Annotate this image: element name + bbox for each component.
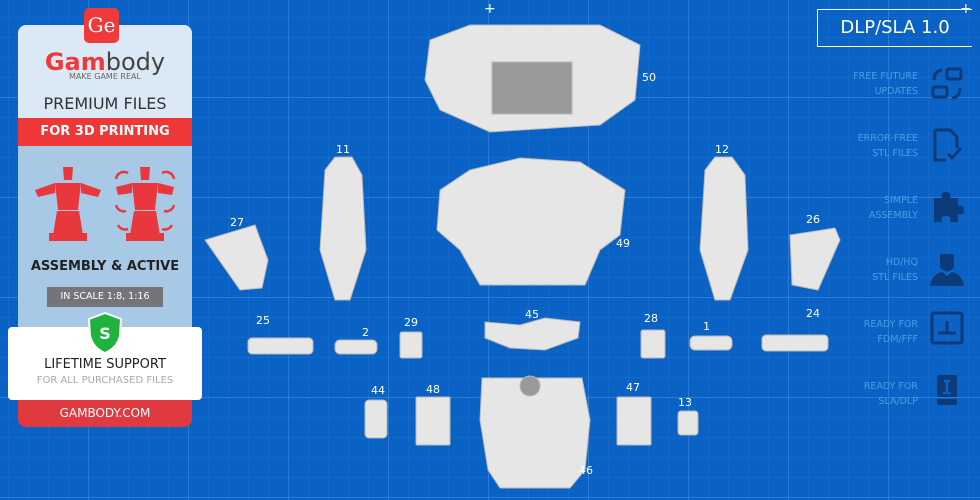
part-label-49: 49 (616, 237, 630, 250)
part-label-11: 11 (336, 143, 350, 156)
puzzle-icon (934, 192, 964, 222)
part-label-50: 50 (642, 71, 656, 84)
ironman-head-icon (930, 254, 964, 286)
shield-icon: S (87, 312, 123, 354)
sla-printer-icon (937, 375, 957, 405)
crosshair-mark: + (484, 1, 496, 17)
part-46 (479, 377, 591, 489)
part-label-2: 2 (362, 326, 369, 339)
part-45 (484, 317, 581, 351)
part-label-27: 27 (230, 216, 244, 229)
fdm-printer-icon (930, 311, 964, 345)
part-28 (640, 329, 666, 359)
version-badge: DLP/SLA 1.0 (817, 9, 972, 47)
part-25 (247, 337, 314, 355)
part-47 (616, 396, 652, 446)
part-label-48: 48 (426, 383, 440, 396)
part-27 (204, 224, 269, 291)
part-label-44: 44 (371, 384, 385, 397)
brand-tagline: MAKE GAME REAL (69, 72, 141, 81)
part-50-cavity (491, 61, 573, 115)
part-12 (699, 156, 749, 301)
part-26 (789, 227, 841, 291)
support-title: LIFETIME SUPPORT (44, 357, 166, 372)
part-label-47: 47 (626, 381, 640, 394)
scale-badge: IN SCALE 1:8, 1:16 (47, 287, 163, 307)
part-label-1: 1 (703, 320, 710, 333)
part-48 (415, 396, 451, 446)
part-29 (399, 331, 423, 359)
gambody-logo-mark: Ge (84, 8, 119, 43)
part-label-24: 24 (806, 307, 820, 320)
part-1 (689, 335, 733, 351)
part-label-25: 25 (256, 314, 270, 327)
brand-name: Gambody (44, 48, 166, 76)
premium-files-heading: PREMIUM FILES (43, 94, 167, 113)
file-check-icon (933, 128, 963, 162)
support-subtitle: FOR ALL PURCHASED FILES (36, 375, 174, 386)
for-3d-printing-banner: FOR 3D PRINTING (18, 118, 192, 146)
svg-text:S: S (99, 324, 111, 343)
part-44 (364, 399, 388, 439)
articulated-figure-icon (114, 167, 176, 241)
part-label-26: 26 (806, 213, 820, 226)
part-11 (319, 156, 367, 301)
part-label-45: 45 (525, 308, 539, 321)
part-46-socket (519, 375, 541, 397)
assembly-active-heading: ASSEMBLY & ACTIVE (30, 259, 180, 274)
part-label-12: 12 (715, 143, 729, 156)
gambody-site-link[interactable]: GAMBODY.COM (18, 400, 192, 427)
static-figure-icon (35, 167, 101, 241)
part-24 (761, 334, 829, 352)
update-arrows-icon (931, 67, 963, 100)
part-13 (677, 410, 699, 436)
crosshair-mark: + (960, 1, 972, 17)
part-2 (334, 339, 378, 355)
part-label-28: 28 (644, 312, 658, 325)
part-49 (436, 157, 626, 286)
part-label-46: 46 (579, 464, 593, 477)
part-label-13: 13 (678, 396, 692, 409)
part-label-29: 29 (404, 316, 418, 329)
